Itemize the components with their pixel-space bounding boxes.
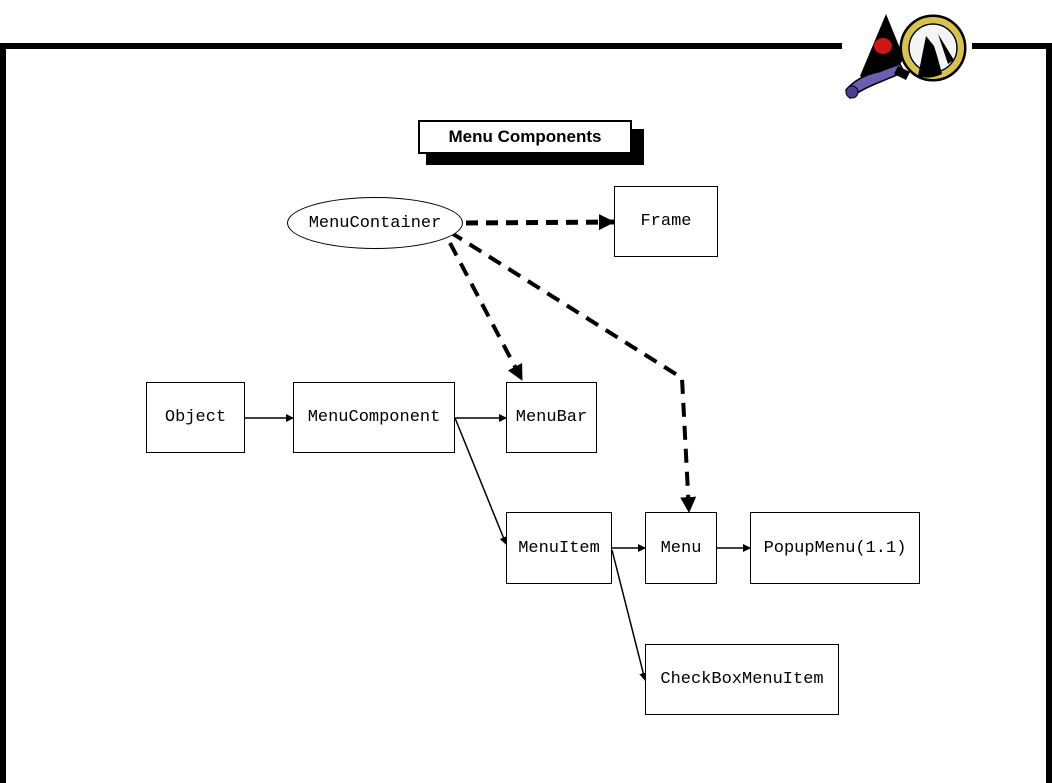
node-object: Object xyxy=(146,382,245,453)
slide-frame-right xyxy=(1046,43,1052,783)
java-duke-magnifier-icon xyxy=(845,14,967,100)
slide-frame-left xyxy=(0,43,6,783)
diagram-title: Menu Components xyxy=(418,120,632,154)
node-frame: Frame xyxy=(614,186,718,257)
node-menuitem: MenuItem xyxy=(506,512,612,584)
slide-frame-top-right xyxy=(972,43,1052,49)
node-menu: Menu xyxy=(645,512,717,584)
slide-frame-top xyxy=(0,43,842,49)
node-menucontainer: MenuContainer xyxy=(287,197,463,249)
node-checkboxmenuitem: CheckBoxMenuItem xyxy=(645,644,839,715)
node-popupmenu: PopupMenu(1.1) xyxy=(750,512,920,584)
edge-menucomponent-menuitem xyxy=(454,417,508,545)
edge-menucontainer-frame xyxy=(465,214,615,231)
node-menucomponent: MenuComponent xyxy=(293,382,455,453)
edge-menucontainer-menu xyxy=(448,230,697,513)
edge-menucontainer-menubar xyxy=(448,242,524,381)
edge-menuitem-checkbox xyxy=(611,549,648,681)
node-menubar: MenuBar xyxy=(506,382,597,453)
